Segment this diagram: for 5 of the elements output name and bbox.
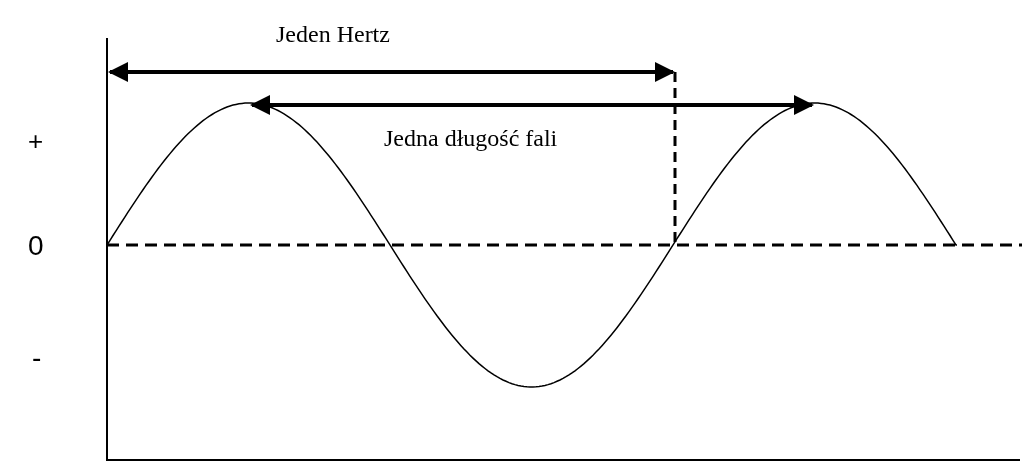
axis-label: 0: [28, 232, 44, 260]
dimension-label: Jeden Hertz: [276, 22, 390, 46]
dimension-label: Jedna długość fali: [384, 126, 558, 150]
axis-label: +: [28, 128, 44, 154]
axis-label: -: [32, 344, 42, 372]
